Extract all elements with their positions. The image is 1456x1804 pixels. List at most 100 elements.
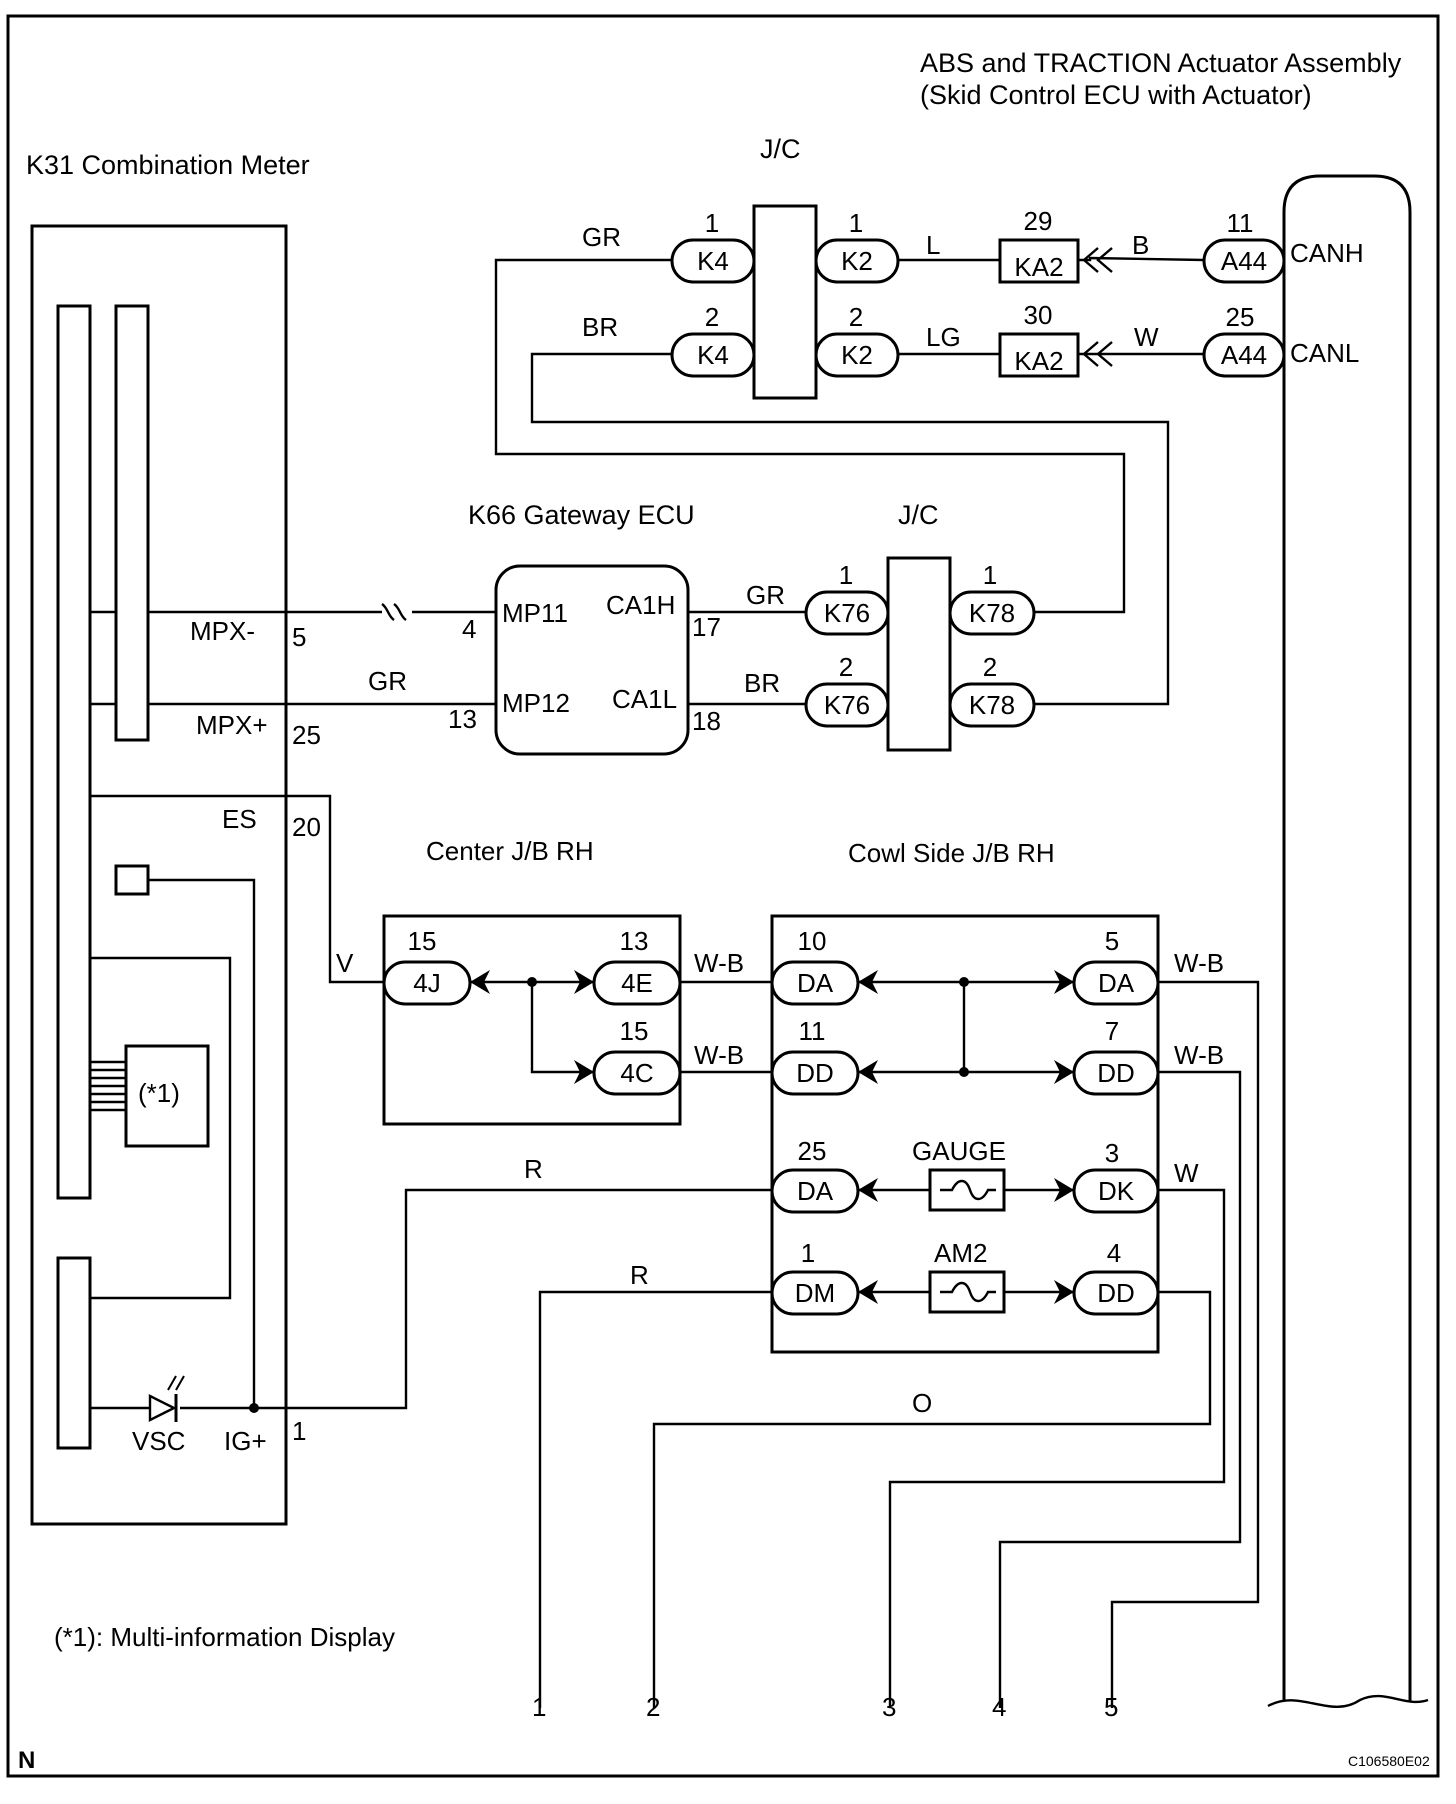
wire-color-gr-mid: GR: [746, 580, 785, 610]
mp12-label: MP12: [502, 688, 570, 718]
mpx-plus-label: MPX+: [196, 710, 268, 740]
gauge-fuse-icon: [928, 1168, 1006, 1212]
connector-id-label: DA: [797, 1176, 834, 1206]
connector-pin-number: 11: [1227, 208, 1254, 238]
connector-pin-number: 11: [799, 1016, 826, 1046]
jc-top-body: [752, 204, 818, 400]
abs-title-line2: (Skid Control ECU with Actuator): [920, 80, 1312, 110]
output-3: 3: [882, 1692, 896, 1722]
connector-4j-pin-15: [382, 960, 472, 1006]
connector-id-label: K4: [697, 246, 729, 276]
connector-pin-number: 7: [1105, 1016, 1119, 1046]
wire-color-wb-2: W-B: [694, 1040, 744, 1070]
wire-color-w-dk: W: [1174, 1158, 1199, 1188]
wire-color-gr-mpx: GR: [368, 666, 407, 696]
ca1h-label: CA1H: [606, 590, 675, 620]
wire-color-o: O: [912, 1388, 932, 1418]
connector-id-label: DK: [1098, 1176, 1135, 1206]
connector-k78-pin-2: [948, 682, 1036, 728]
gateway-ecu-box: [494, 564, 690, 756]
connector-id-label: 4E: [621, 968, 653, 998]
connector-pin-number: 30: [1024, 300, 1053, 330]
can-wiring: [286, 256, 1205, 706]
connector-pin-number: 25: [1226, 302, 1255, 332]
connector-pin-number: 15: [408, 926, 437, 956]
connector-id-label: DA: [1098, 968, 1135, 998]
pin-20: 20: [292, 812, 321, 842]
connector-k76-pin-2: [804, 682, 890, 728]
canl-label: CANL: [1290, 338, 1359, 368]
pin-18: 18: [692, 706, 721, 736]
wire-color-wb-4: W-B: [1174, 1040, 1224, 1070]
connector-id-label: K2: [841, 246, 873, 276]
connector-k4-pin-1: [670, 238, 756, 284]
connector-k76-pin-1: [804, 590, 890, 636]
wire-color-lg: LG: [926, 322, 961, 352]
pin-1: 1: [292, 1416, 306, 1446]
connector-a44-pin-25: [1202, 332, 1286, 378]
connector-dd-pin-7: [1072, 1050, 1160, 1096]
wire-color-b: B: [1132, 230, 1149, 260]
wire-color-r-1: R: [524, 1154, 543, 1184]
pin-25: 25: [292, 720, 321, 750]
connector-pin-number: 4: [1107, 1238, 1121, 1268]
connector-pin-number: 5: [1105, 926, 1119, 956]
wire-color-br-mid: BR: [744, 668, 780, 698]
combination-meter-title: K31 Combination Meter: [26, 150, 310, 180]
connector-id-label: K76: [824, 598, 870, 628]
connector-id-label: K2: [841, 340, 873, 370]
connector-id-label: 4J: [413, 968, 440, 998]
mp11-label: MP11: [502, 598, 568, 628]
output-1: 1: [532, 1692, 546, 1722]
connector-da-pin-5: [1072, 960, 1160, 1006]
connector-id-label: DD: [1097, 1058, 1135, 1088]
connector-4c-pin-15: [592, 1050, 682, 1096]
wire-color-v: V: [336, 948, 354, 978]
connector-id-label: KA2: [1014, 252, 1063, 282]
wire-color-br-top: BR: [582, 312, 618, 342]
jc-mid-body: [886, 556, 952, 752]
connector-k2-pin-2: [814, 332, 900, 378]
connector-id-label: K4: [697, 340, 729, 370]
pin-13: 13: [448, 704, 477, 734]
ka2-double-chevrons: [1082, 247, 1113, 367]
abs-actuator-body: [1267, 174, 1429, 1709]
connector-id-label: DD: [1097, 1278, 1135, 1308]
connector-dm-pin-1: [770, 1270, 860, 1316]
gauge-fuse-label: GAUGE: [912, 1136, 1006, 1166]
center-jb-title: Center J/B RH: [426, 836, 594, 866]
connector-id-label: DA: [797, 968, 834, 998]
connector-id-label: K78: [969, 598, 1015, 628]
combination-meter-block: [30, 224, 288, 1526]
output-2: 2: [646, 1692, 660, 1722]
connector-pin-number: 29: [1024, 206, 1053, 236]
pin-4: 4: [462, 614, 476, 644]
connector-dd-pin-11: [770, 1050, 860, 1096]
pin-5: 5: [292, 622, 306, 652]
connector-4e-pin-13: [592, 960, 682, 1006]
gateway-ecu-title: K66 Gateway ECU: [468, 500, 695, 530]
jc-top-title: J/C: [760, 134, 801, 164]
pin-17: 17: [692, 612, 721, 642]
connector-k2-pin-1: [814, 238, 900, 284]
footnote: (*1): Multi-information Display: [54, 1622, 395, 1652]
wire-color-l: L: [926, 230, 940, 260]
output-4: 4: [992, 1692, 1006, 1722]
connector-a44-pin-11: [1202, 238, 1286, 284]
cowl-jb-title: Cowl Side J/B RH: [848, 838, 1055, 868]
wire-color-r-2: R: [630, 1260, 649, 1290]
connector-pin-number: 1: [801, 1238, 815, 1268]
connector-pin-number: 15: [620, 1016, 649, 1046]
connector-id-label: 4C: [620, 1058, 653, 1088]
mpx-minus-label: MPX-: [190, 616, 255, 646]
connector-pin-number: 2: [839, 652, 853, 682]
connector-id-label: A44: [1221, 340, 1267, 370]
connector-pin-number: 2: [849, 302, 863, 332]
vsc-indicator-icon: [148, 1375, 185, 1422]
corner-mark: N: [18, 1747, 35, 1774]
center-jb-internal: [470, 977, 594, 1074]
connector-pin-number: 2: [983, 652, 997, 682]
diagram-frame: [6, 14, 1440, 1778]
connector-id-label: K78: [969, 690, 1015, 720]
connector-da-pin-25: [770, 1168, 860, 1214]
